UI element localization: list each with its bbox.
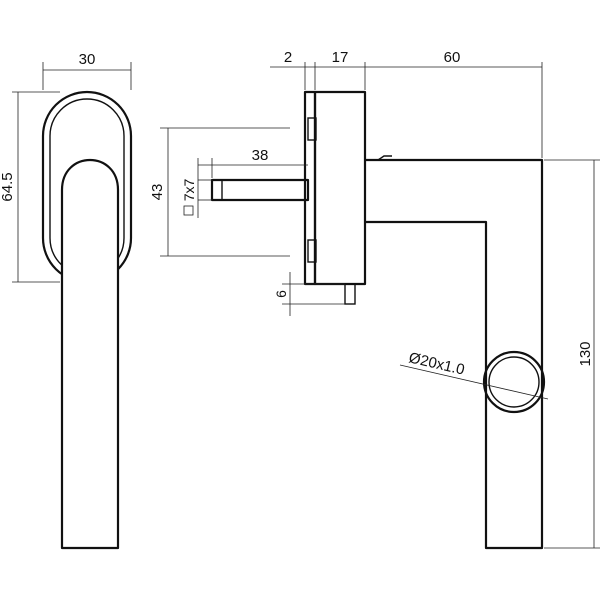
dim-label-130: 130 xyxy=(577,341,594,366)
dim-label-17: 17 xyxy=(332,49,349,66)
dim-escutcheon-height: 64.5 xyxy=(0,91,60,283)
dim-escutcheon-width: 30 xyxy=(42,51,132,90)
tube-leader-line xyxy=(399,364,549,400)
lever-front xyxy=(60,158,120,550)
dim-label-tube-diameter: Ø20x1.0 xyxy=(407,349,466,378)
square-spindle xyxy=(210,178,310,202)
upper-screw-boss xyxy=(307,117,317,141)
dim-label-60: 60 xyxy=(444,49,461,66)
dim-label-43: 43 xyxy=(149,184,166,201)
dim-label-30: 30 xyxy=(79,51,96,68)
front-view xyxy=(41,90,133,550)
dim-label-38: 38 xyxy=(252,147,269,164)
lever-side-profile xyxy=(365,158,544,550)
lower-screw-boss xyxy=(307,239,317,263)
locking-screw xyxy=(344,283,356,305)
dim-square-spindle: 7x7 xyxy=(181,158,212,218)
dim-screw-offset: 6 xyxy=(273,272,345,316)
base-plate xyxy=(303,90,317,286)
dim-label-7x7: 7x7 xyxy=(181,179,197,202)
lever-notch xyxy=(377,155,392,161)
dim-spindle-length: 38 xyxy=(198,147,308,178)
dim-top-chain: 2 17 60 xyxy=(270,49,543,158)
dim-label-6: 6 xyxy=(273,290,289,298)
dim-spindle-spacing: 43 xyxy=(149,127,290,257)
tube-section-inner xyxy=(488,356,540,408)
dim-label-64-5: 64.5 xyxy=(0,172,16,201)
dim-label-2: 2 xyxy=(284,49,292,66)
tube-section-outer xyxy=(482,350,546,414)
square-symbol-icon xyxy=(183,205,194,216)
dim-lever-length: 130 xyxy=(544,159,600,549)
rose-body xyxy=(313,90,367,286)
